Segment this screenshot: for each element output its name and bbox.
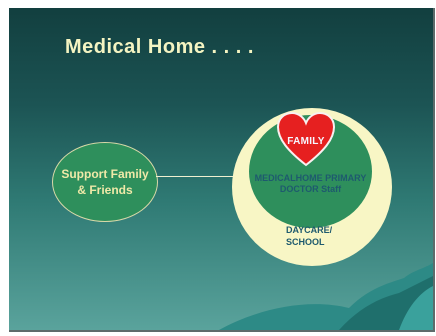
family-label: FAMILY (287, 136, 325, 147)
medical-home-label: MEDICALHOME PRIMARY DOCTOR Staff (254, 173, 367, 194)
slide-title: Medical Home . . . . (65, 36, 254, 58)
wave-decoration (219, 263, 433, 330)
heart-icon (276, 111, 336, 167)
daycare-school-label: DAYCARE/ SCHOOL (286, 225, 333, 247)
support-circle: Support Family & Friends (52, 142, 158, 222)
support-circle-label: Support Family & Friends (61, 167, 149, 197)
connector-line (156, 176, 233, 177)
slide: Medical Home . . . . Support Family & Fr… (9, 8, 435, 332)
